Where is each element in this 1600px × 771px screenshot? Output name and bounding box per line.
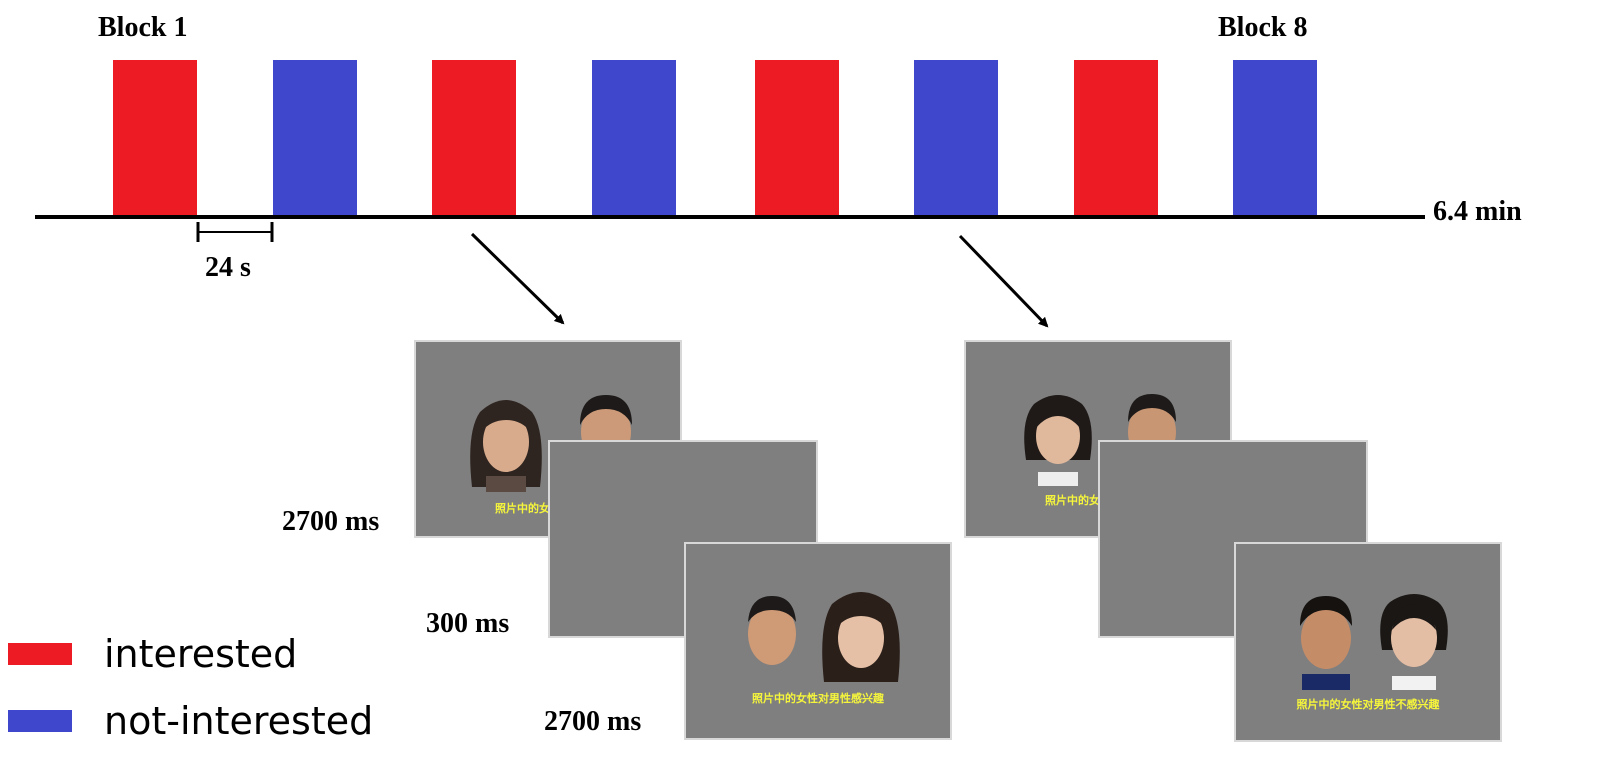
block-1-label: Block 1	[98, 12, 188, 43]
trial-caption-short: 照片中的女性	[495, 502, 561, 515]
trial-caption: 照片中的女性对男性感兴趣	[752, 692, 884, 705]
arrow-to-interested-trial	[470, 232, 565, 325]
block-2-not-interested	[273, 60, 357, 216]
block-4-not-interested	[592, 60, 676, 216]
stimulus-duration-label-2: 2700 ms	[544, 706, 642, 737]
legend-swatch-interested	[8, 643, 72, 665]
trial-caption: 照片中的女性对男性不感兴趣	[1296, 698, 1440, 711]
legend-swatch-not-interested	[8, 710, 72, 732]
female-face-icon	[1024, 395, 1092, 486]
block-8-not-interested	[1233, 60, 1317, 216]
total-duration-label: 6.4 min	[1433, 196, 1522, 227]
male-face-icon	[1300, 596, 1352, 690]
stimulus-screen-2: 照片中的女性对男性感兴趣	[684, 542, 952, 740]
block-5-interested	[755, 60, 839, 216]
block-8-label: Block 8	[1218, 12, 1308, 43]
block-7-interested	[1074, 60, 1158, 216]
interval-label: 24 s	[205, 252, 251, 283]
trial-caption-short: 照片中的女性	[1045, 494, 1111, 507]
legend-label-not-interested: not-interested	[104, 699, 374, 743]
stimulus-screen-4: 照片中的女性对男性不感兴趣	[1234, 542, 1502, 742]
female-face-icon	[470, 400, 542, 492]
legend-label-interested: interested	[104, 632, 298, 676]
interval-bracket	[196, 222, 274, 242]
female-face-icon	[1380, 594, 1448, 690]
block-1-interested	[113, 60, 197, 216]
block-6-not-interested	[914, 60, 998, 216]
timeline-axis	[35, 215, 1425, 219]
stimulus-duration-label: 2700 ms	[282, 506, 380, 537]
female-face-icon	[822, 592, 900, 682]
blank-duration-label: 300 ms	[426, 608, 510, 639]
male-face-icon	[748, 596, 796, 665]
block-3-interested	[432, 60, 516, 216]
arrow-to-not-interested-trial	[958, 234, 1049, 328]
